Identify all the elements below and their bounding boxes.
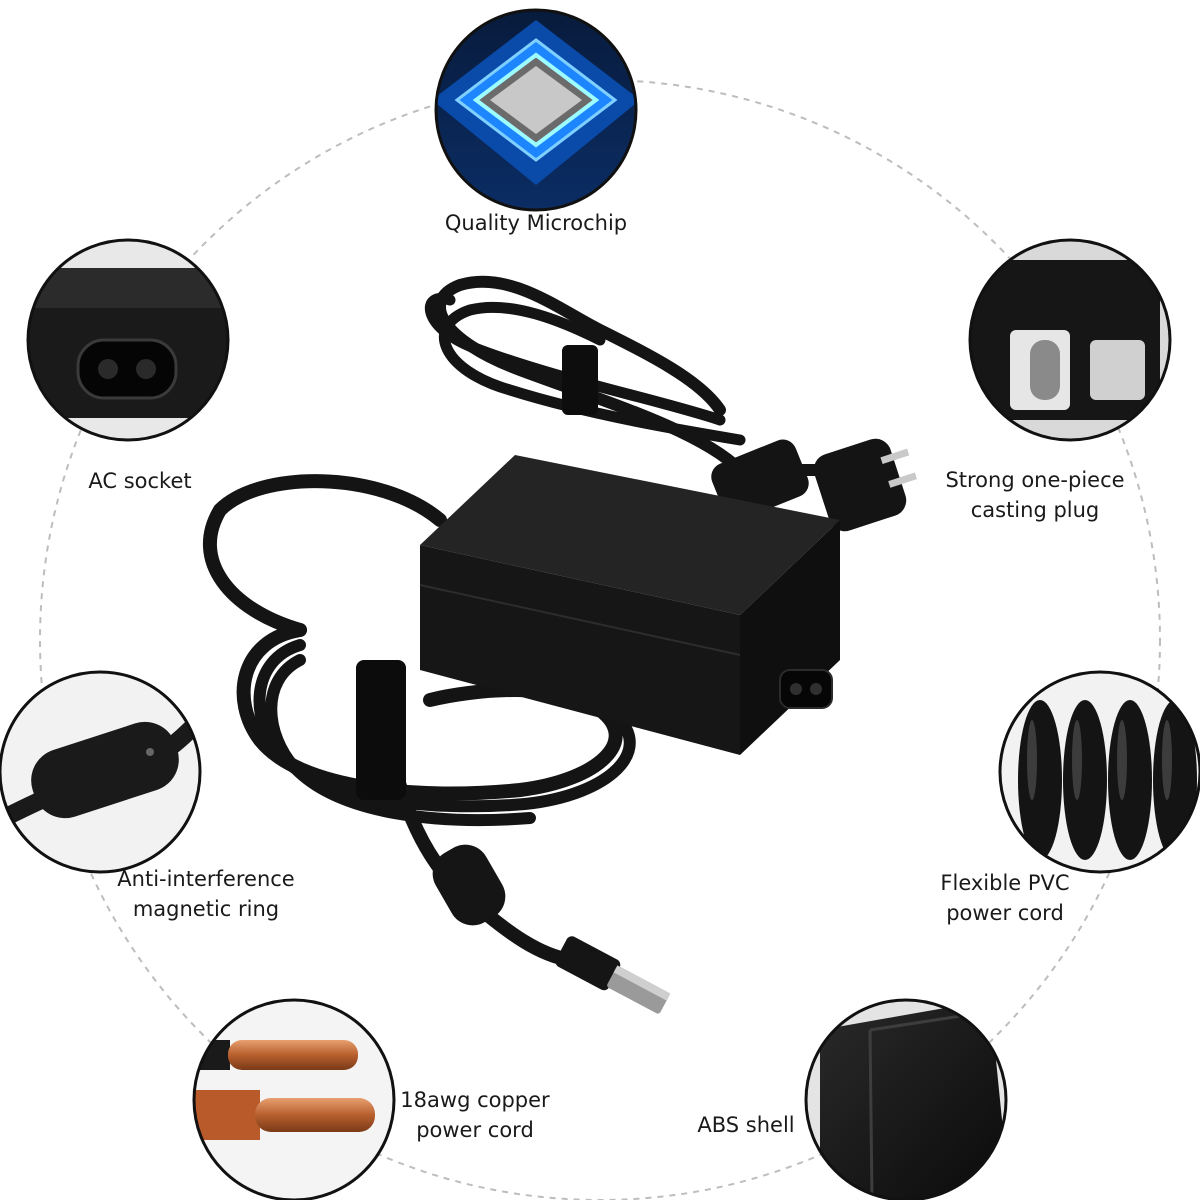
label-casting-plug: Strong one-piece casting plug	[945, 468, 1125, 522]
product-dc-barrel-plug	[555, 936, 671, 1014]
label-magnetic-ring: Anti-interference magnetic ring	[117, 867, 295, 921]
feature-casting-plug-frame	[968, 238, 1172, 442]
feature-microchip-frame	[434, 8, 638, 212]
feature-microchip-photo	[436, 10, 636, 210]
feature-ac-socket-frame	[26, 238, 230, 442]
feature-pvc-cord-frame	[998, 670, 1200, 874]
label-quality-microchip: Quality Microchip	[444, 211, 628, 235]
feature-abs-shell-frame	[804, 998, 1008, 1200]
product-velcro-strap	[356, 660, 406, 800]
label-abs-shell: ABS shell	[697, 1113, 795, 1137]
feature-ac-socket-photo	[28, 240, 228, 440]
label-ac-socket: AC socket	[88, 469, 192, 493]
feature-casting-plug-photo	[970, 240, 1170, 440]
feature-pvc-cord-photo	[1000, 672, 1200, 872]
feature-abs-shell-photo	[806, 1000, 1006, 1200]
product-adapter-brick	[419, 455, 840, 755]
feature-copper-cord-frame	[192, 998, 396, 1200]
dashed-guide-ring	[39, 79, 1161, 1200]
feature-magnetic-ring-frame	[0, 670, 202, 874]
product-ferrite-bead	[432, 844, 506, 926]
product-cord-tie	[562, 345, 598, 415]
label-pvc-cord: Flexible PVC power cord	[940, 871, 1070, 925]
label-copper-cord: 18awg copper power cord	[400, 1088, 550, 1142]
feature-magnetic-ring-photo	[0, 672, 200, 872]
product-us-wall-plug	[813, 438, 917, 532]
